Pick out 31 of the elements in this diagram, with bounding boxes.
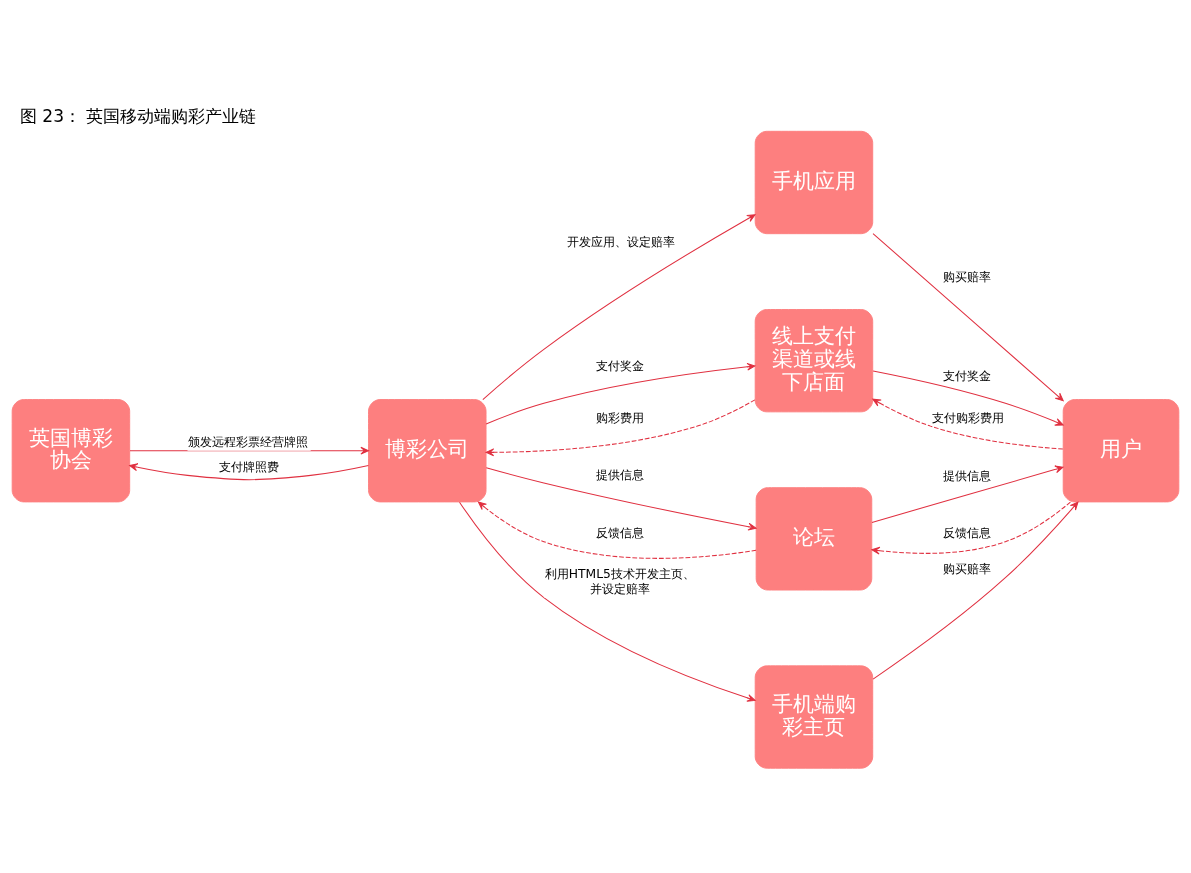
edge-label: 反馈信息 [943,526,992,541]
node-box: 手机应用 [754,130,874,235]
edge-label: 购买赔率 [943,562,992,577]
edge-label: 开发应用、设定赔率 [566,235,675,250]
node-box: 博彩公司 [368,399,487,503]
edge-label: 购买赔率 [943,269,992,284]
edge-label: 支付奖金 [595,358,644,373]
edge-label: 提供信息 [943,468,992,483]
edge-label: 提供信息 [595,467,644,482]
node-box: 手机端购彩主页 [754,665,874,769]
edge-label: 反馈信息 [595,526,644,541]
arrow [872,398,1064,450]
node-box: 英国博彩协会 [11,399,131,503]
arrow [477,501,757,559]
edge-label: 支付牌照费 [218,460,279,474]
edge-label: 利用HTML5技术开发主页、并设定赔率 [544,567,695,597]
arrow [482,214,756,401]
arrow [485,399,756,457]
edge-label: 购彩费用 [595,410,644,425]
arrow [871,501,1071,555]
node-box: 论坛 [755,487,873,591]
node-box: 用户 [1062,399,1180,503]
edge-label: 支付奖金 [943,369,992,384]
node-box: 线上支付渠道或线下店面 [754,309,874,413]
edge-label: 支付购彩费用 [931,410,1004,425]
arrow [872,501,1079,680]
diagram-title: 图 23： 英国移动端购彩产业链 [19,106,257,127]
arrow [459,501,756,702]
edge-label: 颁发远程彩票经营牌照 [188,435,309,450]
arrow [129,463,369,481]
arrow [872,233,1064,402]
